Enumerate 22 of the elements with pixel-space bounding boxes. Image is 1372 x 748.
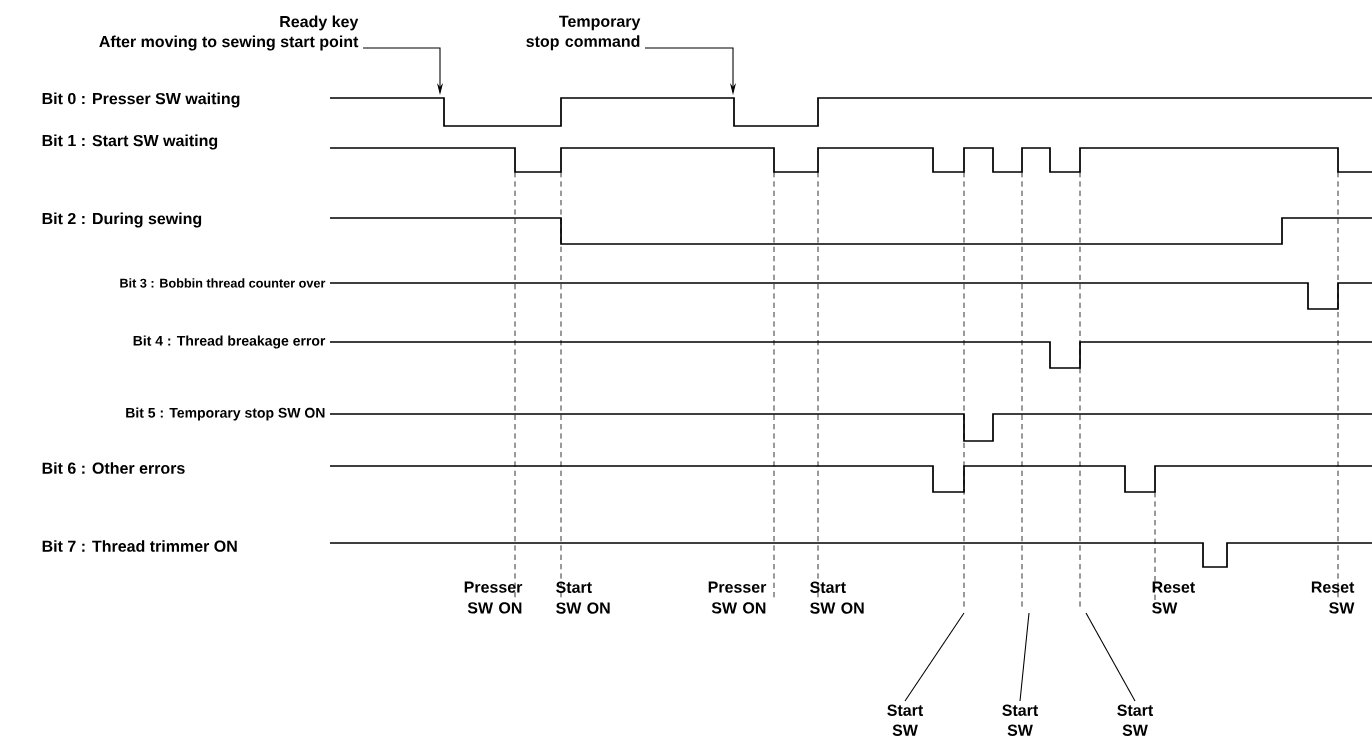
signal-label: Bit 2 : During sewing <box>42 212 202 228</box>
event-label: Reset SW <box>1152 581 1195 614</box>
signal-label: Bit 5 : Temporary stop SW ON <box>126 407 325 421</box>
event-label: Presser SW ON <box>464 581 523 614</box>
signal-label: Bit 0 : Presser SW waiting <box>42 92 240 108</box>
event-label: Reset SW <box>1311 581 1355 614</box>
event-label: Start SW ON <box>810 581 864 614</box>
leader-line <box>1085 612 1136 702</box>
event-label: Start SW ON <box>556 581 610 614</box>
signal-label: Bit 7 : Thread trimmer ON <box>42 540 237 552</box>
callout-text: Start SW <box>887 704 923 736</box>
leader-line <box>1019 612 1030 702</box>
callout-text: Temporary stop command <box>526 15 641 51</box>
callout-text: Start SW <box>1002 704 1038 736</box>
callout-text: Ready key After moving to sewing start point <box>99 15 359 51</box>
event-label: Presser SW ON <box>708 581 767 614</box>
signal-label: Bit 1 : Start SW waiting <box>42 134 218 150</box>
signal-label: Bit 6 : Other errors <box>42 462 185 474</box>
signal-label: Bit 4 : Thread breakage error <box>133 335 326 349</box>
callout-text: Start SW <box>1117 704 1153 736</box>
leader-line <box>904 612 965 702</box>
signal-label: Bit 3 : Bobbin thread counter over <box>120 278 326 288</box>
